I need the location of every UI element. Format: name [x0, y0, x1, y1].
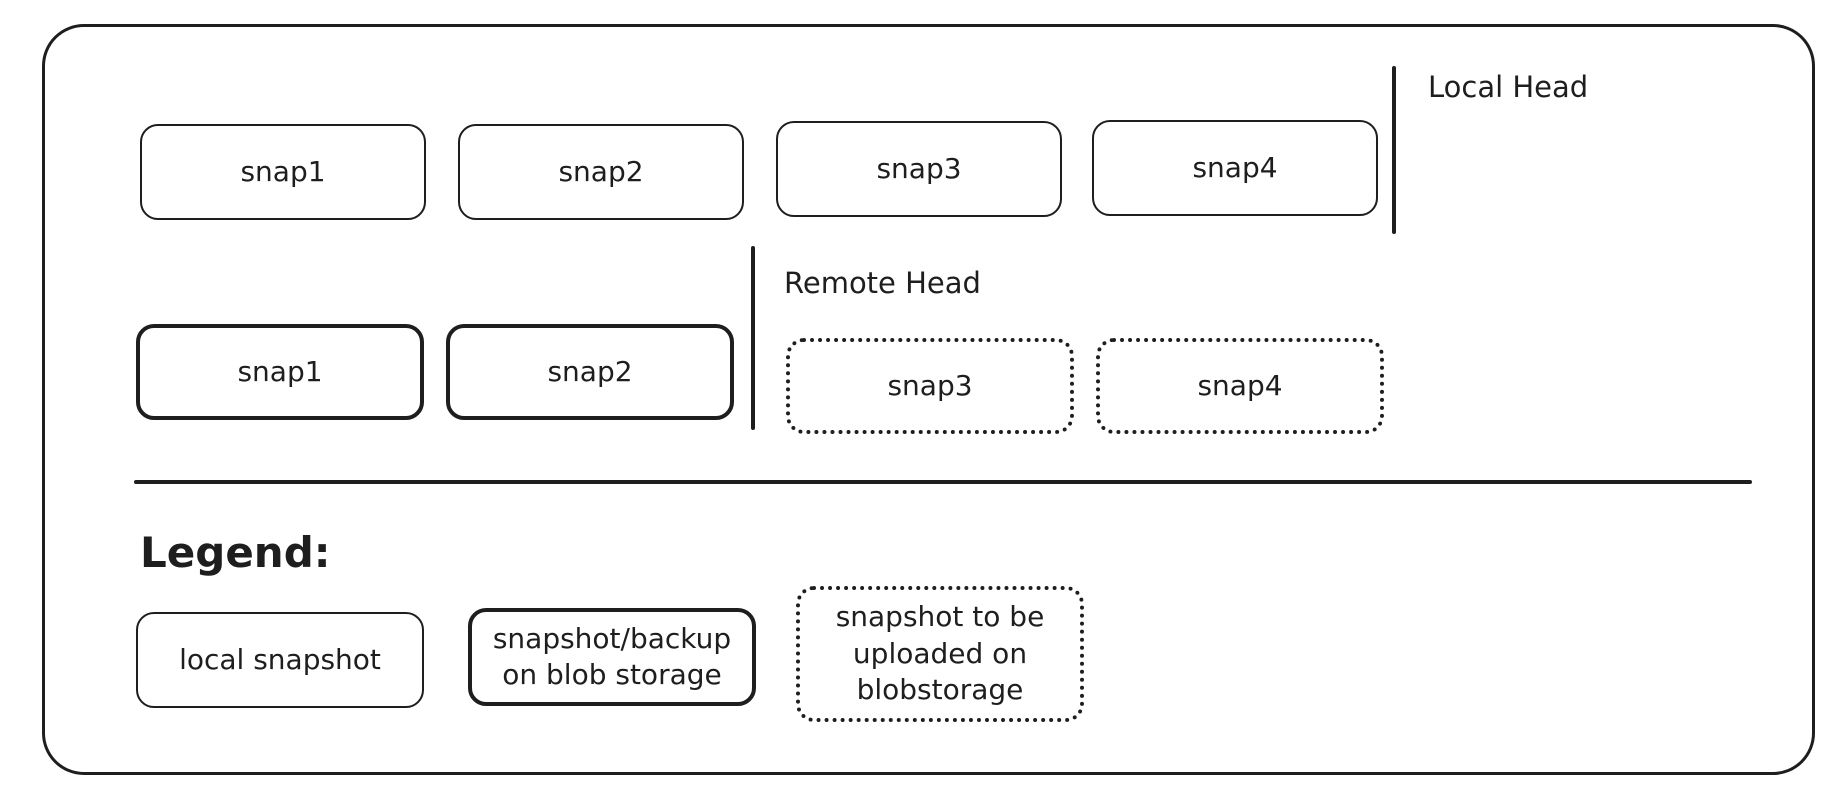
legend-title: Legend:: [140, 528, 331, 577]
local-head-marker: [1392, 66, 1396, 234]
local-snapshot-label: snap1: [240, 154, 326, 188]
diagram-frame: [42, 24, 1815, 775]
local-snapshot-box: snap4: [1092, 120, 1378, 216]
local-snapshot-label: snap3: [876, 151, 962, 185]
local-snapshot-label: snap4: [1192, 150, 1278, 184]
local-snapshot-box: snap2: [458, 124, 744, 220]
local-snapshot-box: snap1: [140, 124, 426, 220]
legend-local-snapshot: local snapshot: [136, 612, 424, 708]
legend-pending-snapshot-label: snapshot to be uploaded on blobstorage: [835, 600, 1045, 707]
pending-snapshot-label: snap3: [887, 368, 973, 402]
blob-snapshot-label: snap1: [237, 354, 323, 388]
legend-pending-snapshot: snapshot to be uploaded on blobstorage: [796, 586, 1084, 722]
legend-blob-snapshot: snapshot/backup on blob storage: [468, 608, 756, 706]
local-snapshot-label: snap2: [558, 154, 644, 188]
local-head-label: Local Head: [1428, 70, 1589, 104]
remote-head-label: Remote Head: [784, 266, 981, 300]
pending-snapshot-box: snap3: [786, 338, 1074, 434]
remote-head-marker: [751, 246, 755, 430]
legend-blob-snapshot-label: snapshot/backup on blob storage: [492, 621, 732, 691]
blob-snapshot-box: snap2: [446, 324, 734, 420]
blob-snapshot-label: snap2: [547, 354, 633, 388]
section-divider: [134, 480, 1752, 484]
blob-snapshot-box: snap1: [136, 324, 424, 420]
pending-snapshot-box: snap4: [1096, 338, 1384, 434]
legend-local-snapshot-label: local snapshot: [179, 642, 381, 676]
local-snapshot-box: snap3: [776, 121, 1062, 217]
pending-snapshot-label: snap4: [1197, 368, 1283, 402]
